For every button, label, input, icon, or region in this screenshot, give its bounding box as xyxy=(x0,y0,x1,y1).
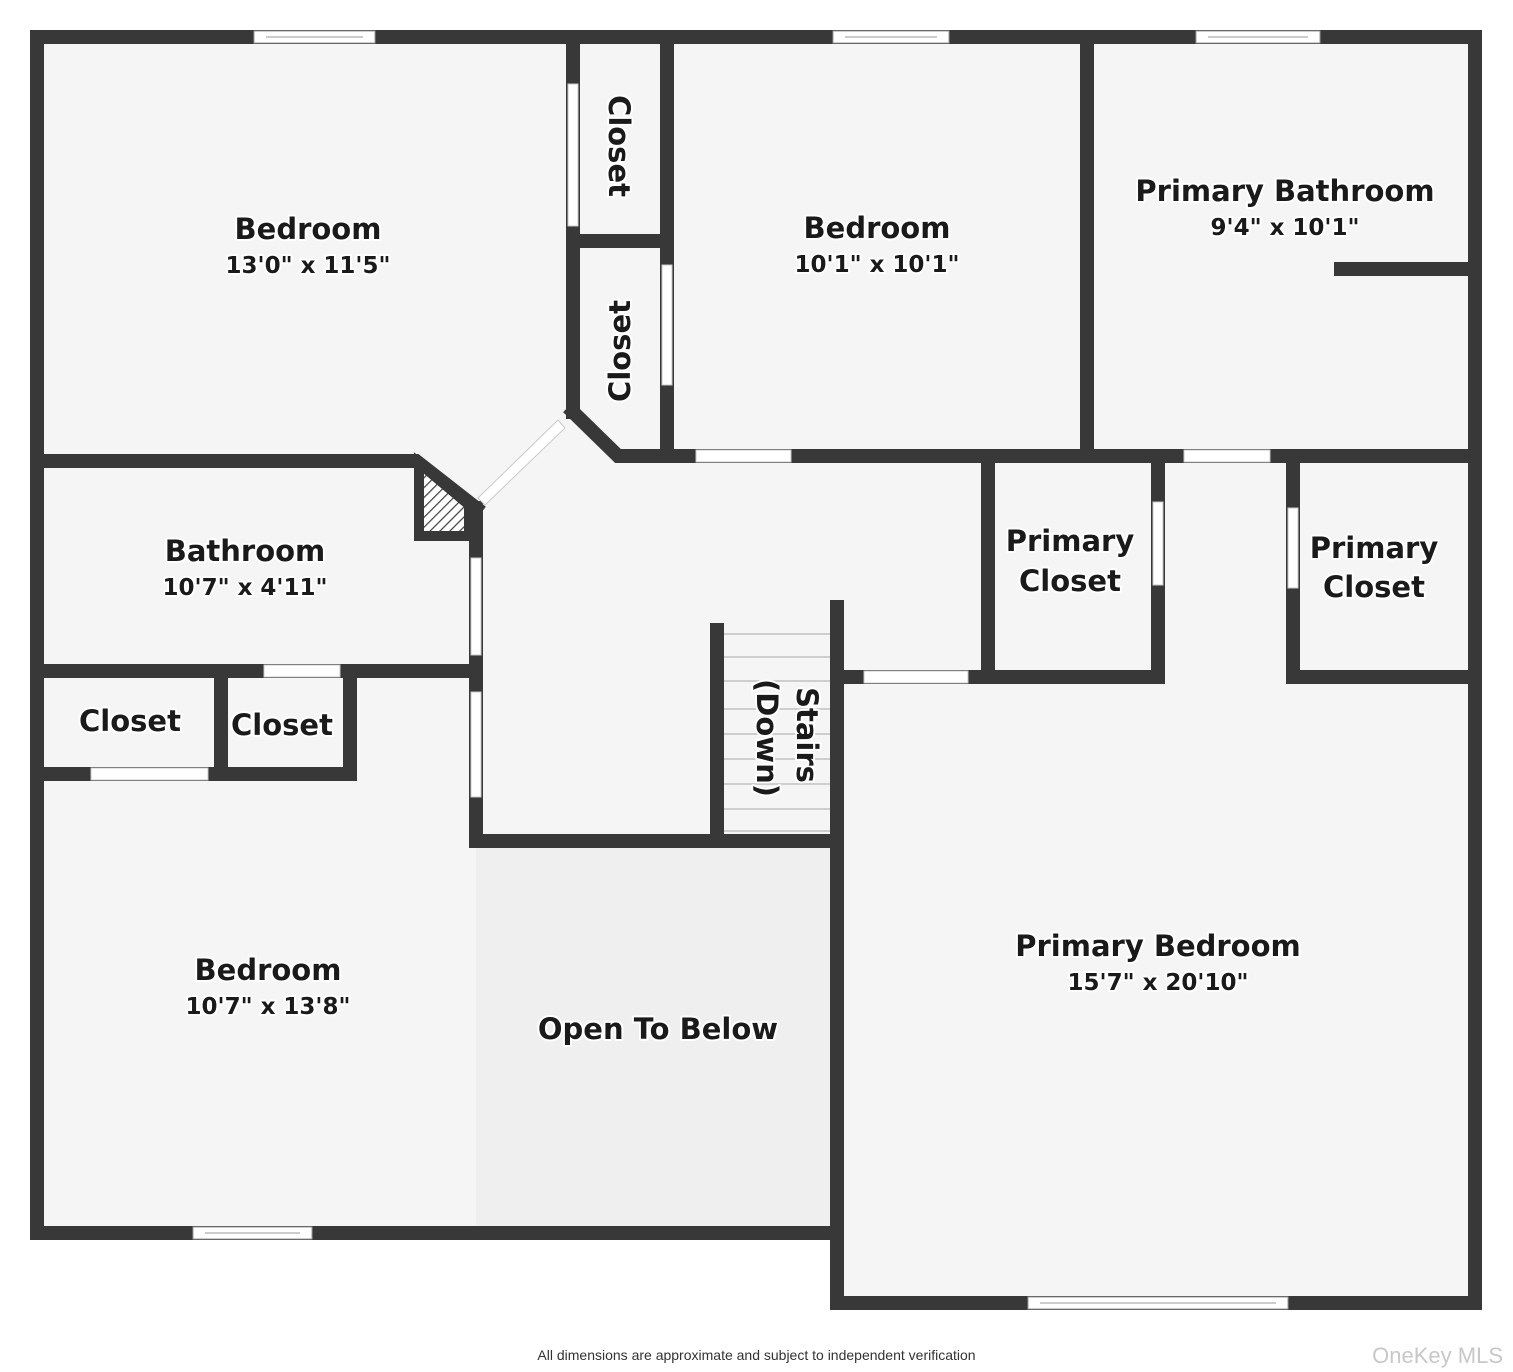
room-bedroom-n: Bedroom 10'1" x 10'1" xyxy=(793,209,962,280)
room-name: Bathroom xyxy=(165,534,326,568)
room-dimensions: 15'7" x 20'10" xyxy=(1068,970,1249,996)
room-dimensions: 10'1" x 10'1" xyxy=(795,252,960,278)
room-bathroom: Bathroom 10'7" x 4'11" xyxy=(161,532,330,603)
room-primary-closet-b: Primary Closet xyxy=(1308,529,1441,606)
room-bedroom-sw: Bedroom 10'7" x 13'8" xyxy=(184,951,353,1022)
stairs-line-1: Stairs xyxy=(790,687,824,783)
room-closet-sw-a: Closet xyxy=(79,704,181,738)
door-openings xyxy=(90,83,1299,798)
room-name-line-1: Primary xyxy=(1006,524,1135,558)
room-name: Bedroom xyxy=(195,953,342,987)
floor-area xyxy=(37,37,1475,1303)
room-dimensions: 9'4" x 10'1" xyxy=(1211,215,1360,241)
room-name: Bedroom xyxy=(804,211,951,245)
room-name-line-1: Primary xyxy=(1310,531,1439,565)
room-primary-closet-a: Primary Closet xyxy=(1004,522,1137,600)
room-name: Primary Bathroom xyxy=(1135,174,1434,208)
room-primary-bathroom: Primary Bathroom 9'4" x 10'1" xyxy=(1133,172,1436,243)
windows xyxy=(192,30,1321,1310)
stairs-line-2: (Down) xyxy=(750,679,784,797)
watermark-text: OneKey MLS xyxy=(1372,1343,1503,1368)
room-name: Bedroom xyxy=(235,212,382,246)
disclaimer-text: All dimensions are approximate and subje… xyxy=(537,1347,976,1363)
room-name: Primary Bedroom xyxy=(1015,929,1300,963)
room-primary-bedroom: Primary Bedroom 15'7" x 20'10" xyxy=(1013,927,1302,998)
room-closet-upper: Closet xyxy=(602,95,636,197)
room-closet-lower: Closet xyxy=(603,300,637,402)
hatched-shaft xyxy=(414,452,474,541)
room-dimensions: 13'0" x 11'5" xyxy=(226,253,391,279)
room-name-line-2: Closet xyxy=(1019,564,1121,598)
room-closet-sw-b: Closet xyxy=(231,708,333,742)
stair-treads xyxy=(724,633,832,832)
room-dimensions: 10'7" x 13'8" xyxy=(186,994,351,1020)
diagonal-wall xyxy=(466,498,479,515)
room-dimensions: 10'7" x 4'11" xyxy=(163,575,328,601)
open-to-below-area xyxy=(476,841,837,1233)
room-bedroom-nw: Bedroom 13'0" x 11'5" xyxy=(224,210,393,281)
room-name-line-2: Closet xyxy=(1323,570,1425,604)
stairs-label: Stairs (Down) xyxy=(748,677,826,799)
room-open-to-below: Open To Below xyxy=(538,1012,778,1046)
